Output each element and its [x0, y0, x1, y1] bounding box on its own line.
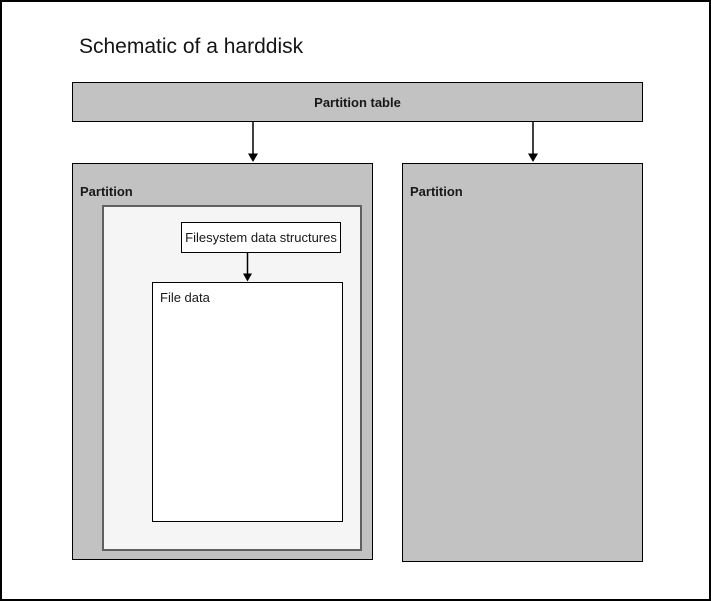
arrow-table-to-left-partition [248, 122, 258, 162]
partition-table-node: Partition table [72, 82, 643, 122]
file-data-node: File data [152, 282, 343, 522]
diagram-title: Schematic of a harddisk [79, 35, 304, 58]
filesystem-data-structures-label: Filesystem data structures [185, 230, 337, 245]
partition-right-node: Partition [402, 163, 643, 562]
partition-table-label: Partition table [314, 94, 401, 110]
arrow-table-to-right-partition [528, 122, 538, 162]
filesystem-data-structures-node: Filesystem data structures [181, 222, 341, 253]
partition-right-label: Partition [410, 184, 463, 199]
partition-left-label: Partition [80, 184, 133, 199]
file-data-label: File data [160, 290, 210, 305]
